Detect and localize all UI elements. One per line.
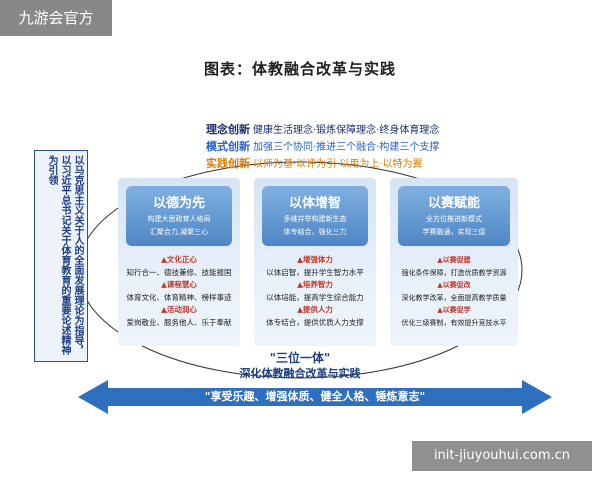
double-arrow — [78, 380, 552, 414]
concepts-block: 理念创新健康生活理念·锻炼保障理念·终身体育理念 模式创新加强三个协同·推进三个… — [206, 122, 439, 173]
bottom-subheading: 深化体教融合改革与实践 — [239, 367, 361, 380]
section-line: 深化教学改革，全面提高教学质量 — [401, 293, 507, 302]
section-line: 优化三级赛制，有效提升竞技水平 — [401, 318, 507, 327]
card-header-title: 以体增智 — [288, 196, 341, 211]
concept-text: 健康生活理念·锻炼保障理念·终身体育理念 — [253, 125, 440, 136]
bottom-heading: "三位一体" — [269, 351, 331, 365]
concept-label: 实践创新 — [206, 157, 250, 170]
concept-text: 以师为基·以评为引·以用为上·以特为翼 — [253, 159, 423, 170]
watermark-top-left: 九游会官方 — [0, 0, 112, 36]
guiding-principle-text: 以马克思主义关于人的全面发展理论为指导，以习近平总书记关于体育教育的重要论述精神… — [46, 155, 83, 355]
watermark-bottom-right: init-jiuyouhui.com.cn — [412, 441, 592, 471]
section-heading: ▲培养智力 — [297, 280, 333, 289]
card-header-subtitle-2: 体专结合，强化三力 — [283, 228, 347, 236]
section-heading: ▲以赛促学 — [437, 306, 471, 314]
card-header-subtitle-1: 构建大思政育人格局 — [147, 215, 211, 223]
concept-text: 加强三个协同·推进三个融合·构建三个支撑 — [253, 142, 440, 153]
card-competition-empower: 以赛赋能 全方位推进新模式 学赛融通，实现三促 ▲以赛促建 强化条件保障，打造优… — [390, 178, 518, 346]
section-heading: ▲活动润心 — [161, 305, 197, 314]
card-header-subtitle-2: 汇聚合力,凝聚三心 — [149, 228, 209, 236]
card-body: ▲文化正心 知行合一、德技兼修、技能报国 ▲课程慧心 体育文化、体育精神、榜样事… — [122, 254, 236, 329]
arrow-text: "享受乐趣、增强体质、健全人格、锤炼意志" — [204, 390, 426, 403]
card-header-subtitle-2: 学赛融通，实现三促 — [422, 228, 486, 236]
card-header-subtitle-1: 多维并举构建新生态 — [283, 215, 347, 223]
card-virtue-first: 以德为先 构建大思政育人格局 汇聚合力,凝聚三心 ▲文化正心 知行合一、德技兼修… — [118, 178, 240, 346]
card-header-title: 以德为先 — [152, 196, 205, 211]
concept-row-2: 模式创新加强三个协同·推进三个融合·构建三个支撑 — [206, 139, 439, 156]
section-heading: ▲以赛促建 — [437, 256, 471, 264]
card-header-title: 以赛赋能 — [427, 196, 480, 211]
card-body: ▲以赛促建 强化条件保障，打造优质教学资源 ▲以赛促改 深化教学改革，全面提高教… — [394, 254, 514, 329]
section-line: 以体培能，提高学生综合能力 — [266, 292, 364, 302]
concept-row-3: 实践创新以师为基·以评为引·以用为上·以特为翼 — [206, 156, 439, 173]
diagram-title: 图表：体教融合改革与实践 — [203, 60, 396, 78]
section-line: 体育文化、体育精神、榜样事迹 — [126, 292, 232, 302]
section-heading: ▲以赛促改 — [437, 281, 471, 289]
section-line: 体专结合，提供优质人力支撑 — [266, 317, 364, 327]
section-line: 爱岗敬业、服务他人、乐于奉献 — [126, 317, 232, 327]
card-header: 以德为先 构建大思政育人格局 汇聚合力,凝聚三心 — [126, 186, 232, 246]
concept-row-1: 理念创新健康生活理念·锻炼保障理念·终身体育理念 — [206, 122, 439, 139]
concept-label: 理念创新 — [206, 123, 250, 136]
card-header-subtitle-1: 全方位推进新模式 — [426, 215, 482, 223]
card-header: 以体增智 多维并举构建新生态 体专结合，强化三力 — [262, 186, 368, 246]
section-heading: ▲文化正心 — [161, 255, 197, 264]
card-sport-intellect: 以体增智 多维并举构建新生态 体专结合，强化三力 ▲增强体力 以体启智，提升学生… — [254, 178, 376, 346]
card-body: ▲增强体力 以体启智，提升学生智力水平 ▲培养智力 以体培能，提高学生综合能力 … — [258, 254, 372, 329]
concept-label: 模式创新 — [206, 140, 250, 153]
section-heading: ▲提供人力 — [297, 305, 333, 314]
section-line: 以体启智，提升学生智力水平 — [266, 267, 364, 277]
section-line: 知行合一、德技兼修、技能报国 — [126, 267, 232, 277]
card-header: 以赛赋能 全方位推进新模式 学赛融通，实现三促 — [398, 186, 510, 246]
section-heading: ▲增强体力 — [297, 255, 333, 264]
guiding-principle-box: 以马克思主义关于人的全面发展理论为指导，以习近平总书记关于体育教育的重要论述精神… — [34, 150, 88, 362]
section-line: 强化条件保障，打造优质教学资源 — [401, 268, 507, 277]
section-heading: ▲课程慧心 — [161, 280, 197, 289]
